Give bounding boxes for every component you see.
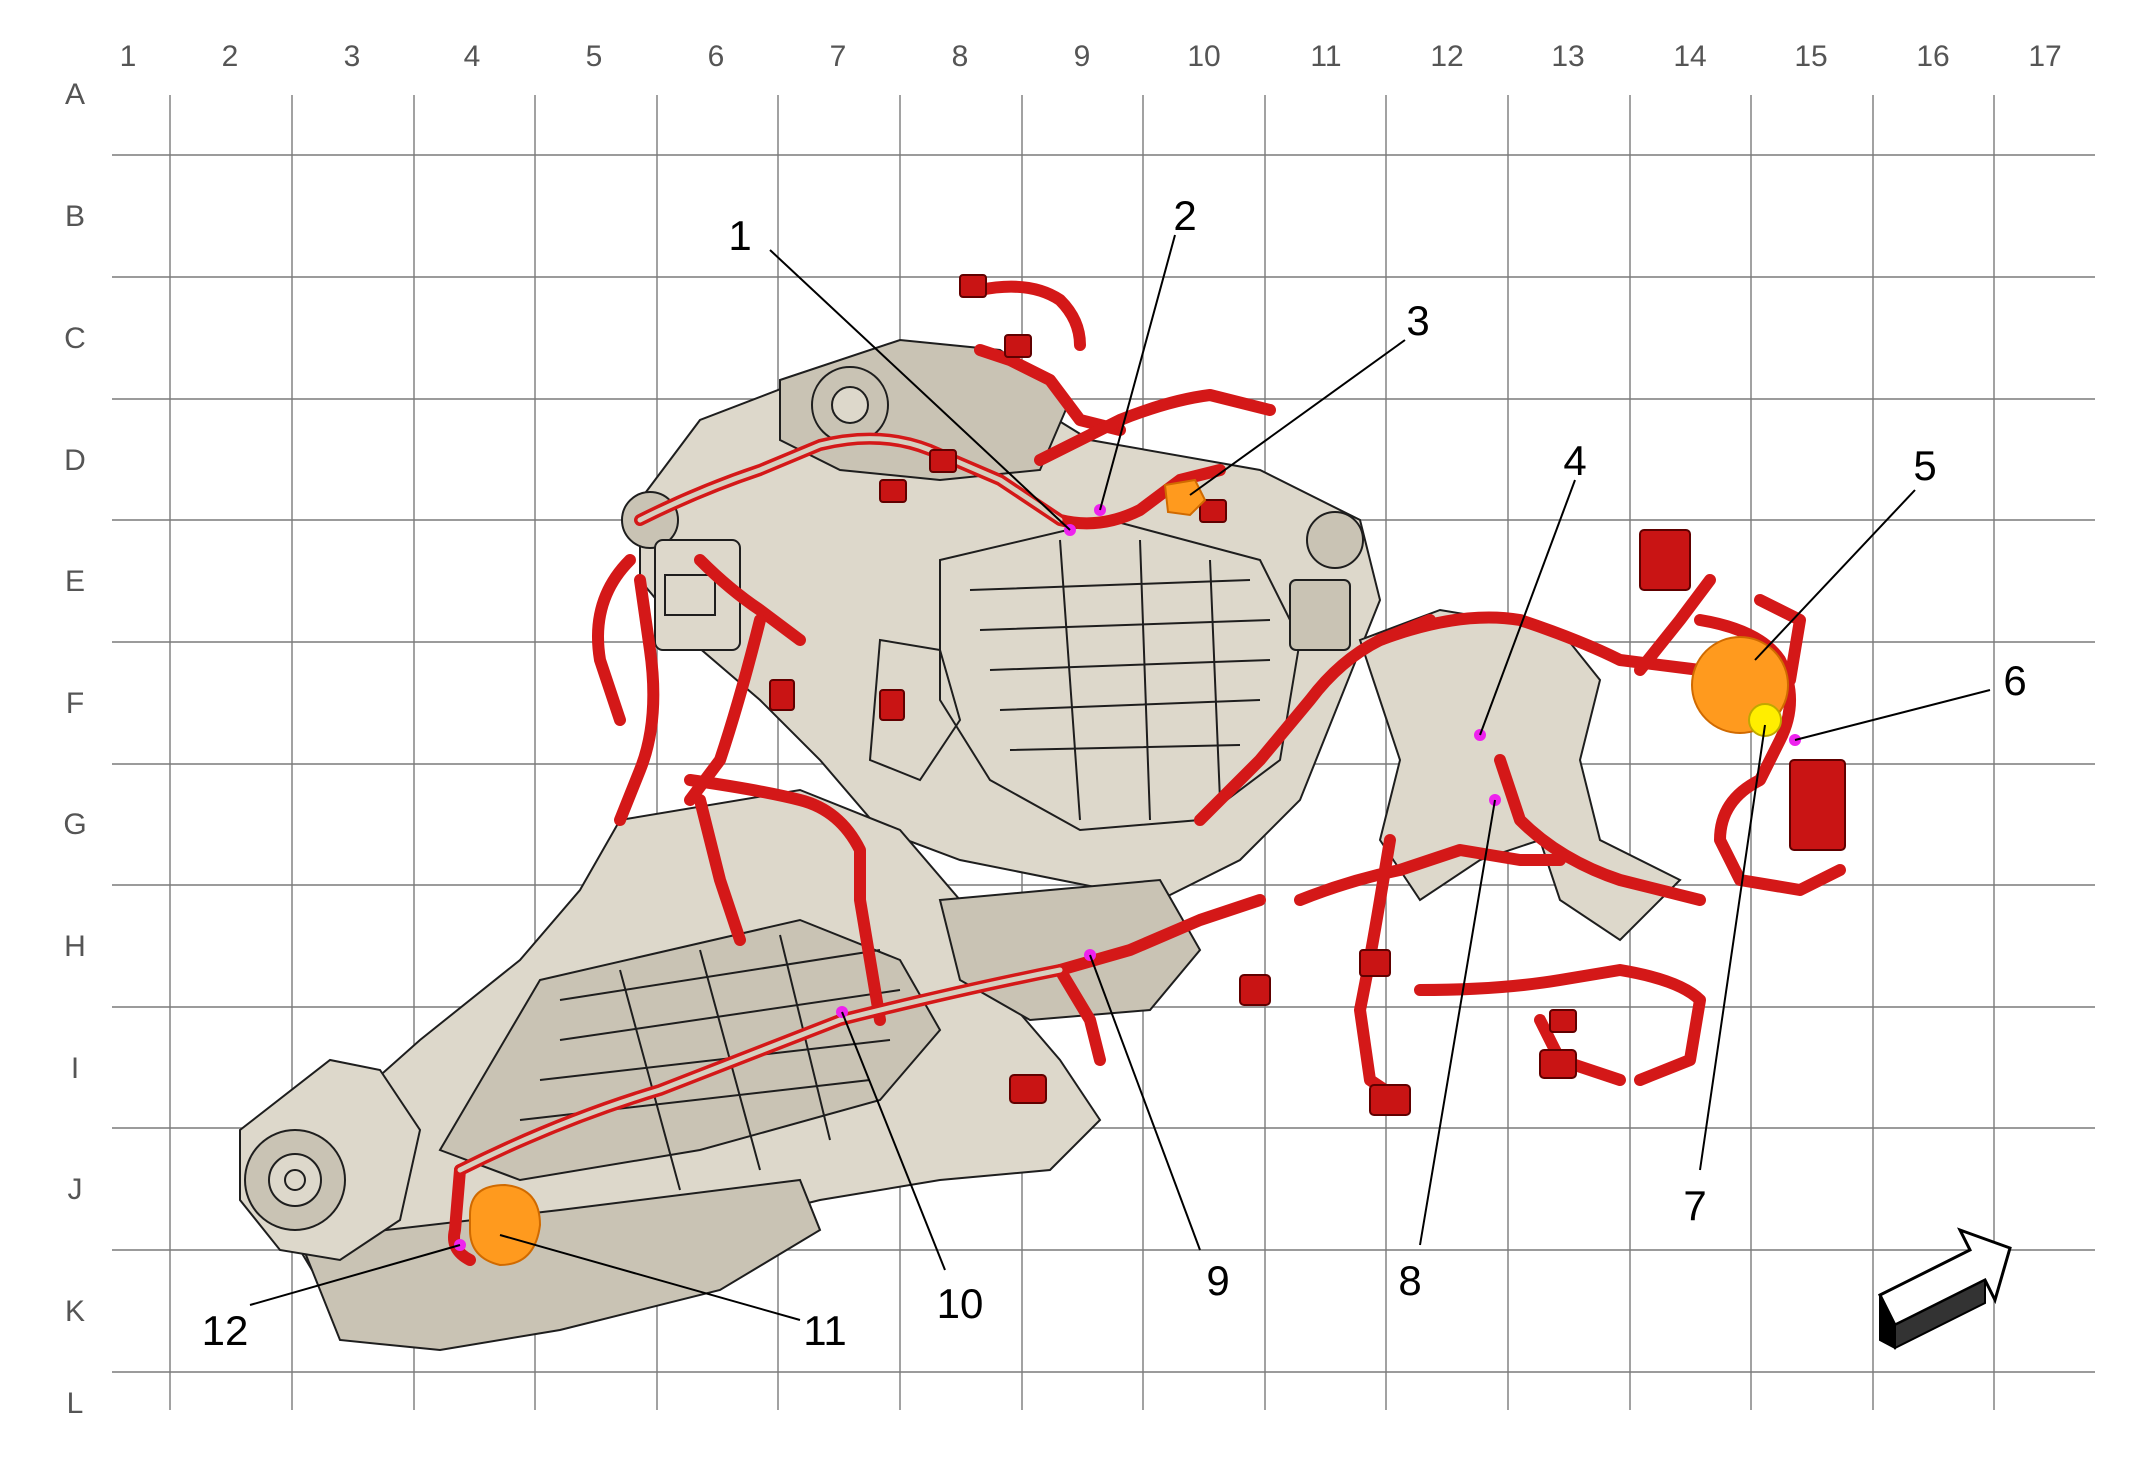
grid-column-label: 16 [1916, 40, 1949, 73]
callout-8: 8 [1398, 1257, 1421, 1304]
grid-row-label: J [68, 1173, 83, 1206]
callout-leaders [249, 234, 1991, 1321]
grid-column-label: 8 [952, 40, 969, 73]
grid-row-label: A [65, 78, 85, 111]
grid-row-label: C [64, 322, 86, 355]
grid-column-label: 13 [1551, 40, 1584, 73]
grid-row-label: I [71, 1052, 79, 1085]
callout-4: 4 [1563, 437, 1586, 484]
grid-column-label: 3 [344, 40, 361, 73]
grid-row-label: G [63, 808, 86, 841]
grid-column-label: 17 [2028, 40, 2061, 73]
callout-5: 5 [1913, 442, 1936, 489]
grid-row-label: K [65, 1295, 85, 1328]
harness-connectors [769, 274, 1846, 1116]
grid-column-label: 12 [1430, 40, 1463, 73]
grid-column-label: 4 [464, 40, 481, 73]
grid-column-label: 1 [120, 40, 137, 73]
callout-1: 1 [728, 212, 751, 259]
grid-row-label: D [64, 444, 86, 477]
callout-10: 10 [937, 1280, 984, 1327]
front-direction-arrow-icon [1877, 1227, 2012, 1350]
grid-row-label: E [65, 565, 85, 598]
grid-row-label: L [67, 1387, 84, 1420]
grid-column-label: 2 [222, 40, 239, 73]
grid-row-label: H [64, 930, 86, 963]
grid-column-label: 15 [1794, 40, 1827, 73]
grid-column-label: 7 [830, 40, 847, 73]
engine-assembly [239, 338, 1382, 1352]
grid-column-label: 10 [1187, 40, 1220, 73]
grid-column-label: 5 [586, 40, 603, 73]
callout-3: 3 [1406, 297, 1429, 344]
callout-2: 2 [1173, 192, 1196, 239]
grid-column-label: 11 [1310, 40, 1341, 73]
callout-9: 9 [1206, 1257, 1229, 1304]
callout-7: 7 [1683, 1182, 1706, 1229]
callout-labels: 1 2 3 4 5 6 7 8 9 10 11 12 [202, 192, 2027, 1354]
grid-column-label: 14 [1673, 40, 1706, 73]
grid-row-label: F [66, 687, 84, 720]
grid-column-label: 9 [1074, 40, 1091, 73]
grid-column-label: 6 [708, 40, 725, 73]
callout-11: 11 [803, 1307, 847, 1354]
callout-6: 6 [2003, 657, 2026, 704]
callout-12: 12 [202, 1307, 249, 1354]
grid-row-label: B [65, 200, 85, 233]
highlighted-components [469, 478, 1789, 1267]
